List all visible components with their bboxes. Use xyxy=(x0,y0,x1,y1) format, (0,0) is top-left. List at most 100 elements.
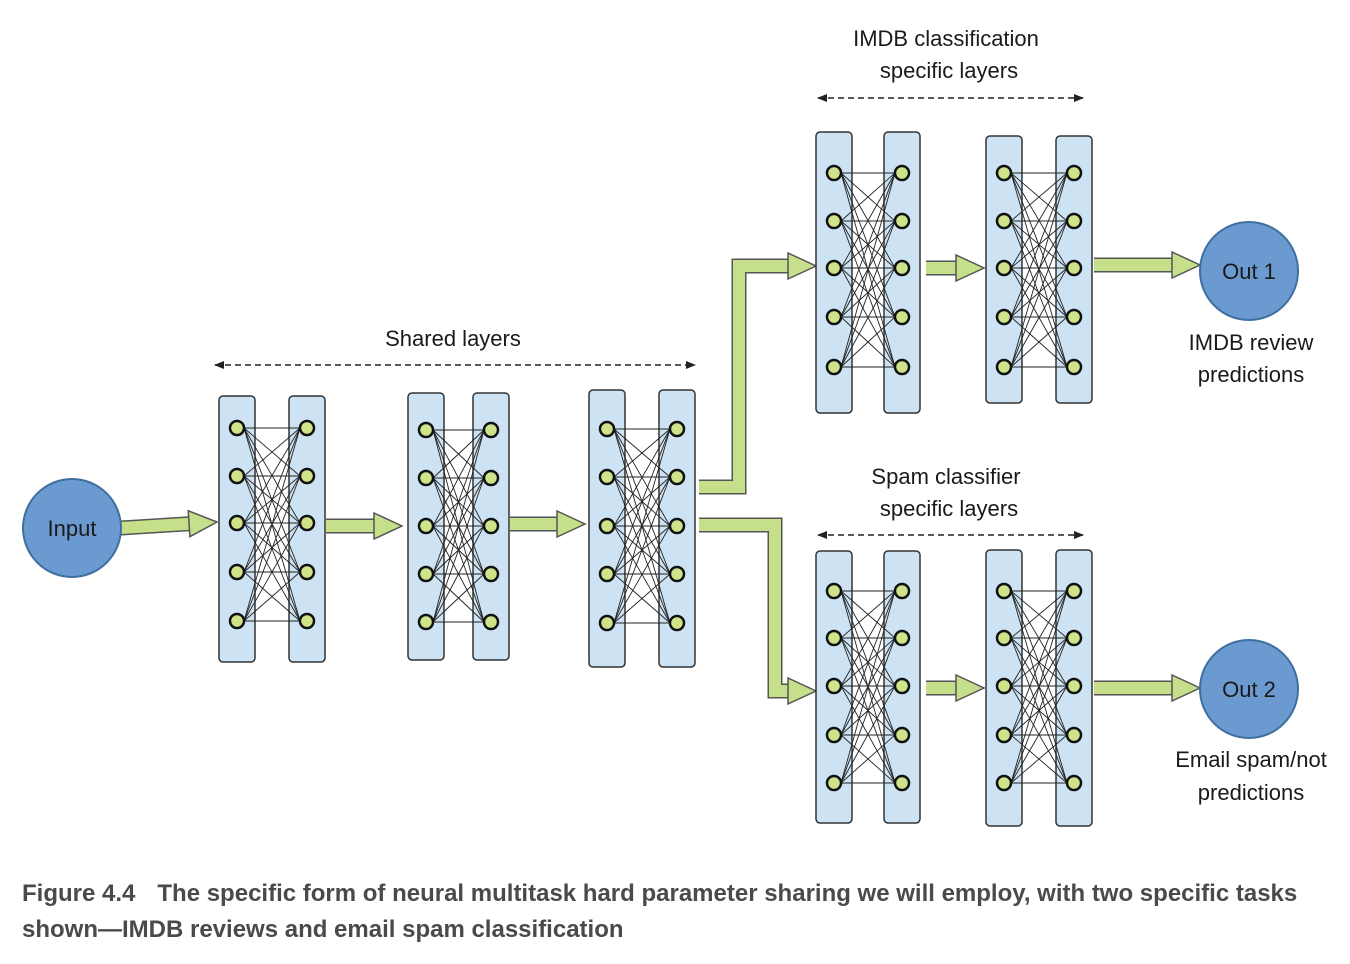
neuron xyxy=(598,420,616,438)
imdb-layer-2 xyxy=(985,135,1093,404)
neuron xyxy=(893,358,911,376)
neuron xyxy=(1065,629,1083,647)
neuron xyxy=(298,612,316,630)
neuron xyxy=(598,468,616,486)
neuron xyxy=(995,629,1013,647)
neuron xyxy=(995,774,1013,792)
figure-number: Figure 4.4 xyxy=(22,880,136,907)
neuron xyxy=(825,629,843,647)
neuron xyxy=(298,467,316,485)
layer-blocks xyxy=(218,131,1093,827)
neuron xyxy=(893,259,911,277)
out1-caption-bottom: predictions xyxy=(1198,362,1304,387)
neuron xyxy=(995,259,1013,277)
neuron xyxy=(995,358,1013,376)
figure-caption-text: The specific form of neural multitask ha… xyxy=(22,880,1298,943)
neuron xyxy=(598,517,616,535)
neuron xyxy=(1065,212,1083,230)
connections xyxy=(432,429,485,623)
neuron xyxy=(598,614,616,632)
connections xyxy=(1010,590,1068,784)
neuron xyxy=(995,677,1013,695)
neuron xyxy=(1065,308,1083,326)
spam-layer-1 xyxy=(815,550,921,824)
neuron xyxy=(228,467,246,485)
neuron xyxy=(482,613,500,631)
neuron xyxy=(893,677,911,695)
neuron xyxy=(417,421,435,439)
neuron xyxy=(298,419,316,437)
neuron xyxy=(1065,358,1083,376)
arrow-input-to-shared1 xyxy=(120,509,219,538)
connections xyxy=(840,590,896,784)
neuron xyxy=(825,308,843,326)
spam-layers-label-top: Spam classifier xyxy=(871,464,1020,489)
neuron xyxy=(825,212,843,230)
spam-layer-2 xyxy=(985,549,1093,827)
neuron xyxy=(298,563,316,581)
neuron xyxy=(668,565,686,583)
flow-arrows xyxy=(120,250,1202,706)
neuron xyxy=(893,774,911,792)
arrow-shared3-to-imdb1 xyxy=(699,251,818,495)
neuron xyxy=(228,514,246,532)
neuron xyxy=(482,517,500,535)
input-node-label: Input xyxy=(48,516,97,541)
arrow-shared1-to-shared2 xyxy=(326,511,404,541)
neuron xyxy=(893,629,911,647)
out2-node-label: Out 2 xyxy=(1222,677,1276,702)
imdb-layers-label-bottom: specific layers xyxy=(880,58,1018,83)
neuron xyxy=(482,565,500,583)
neuron xyxy=(417,517,435,535)
connections xyxy=(840,172,896,368)
imdb-layers-label-top: IMDB classification xyxy=(853,26,1039,51)
neuron xyxy=(1065,726,1083,744)
neuron xyxy=(228,563,246,581)
neuron xyxy=(893,726,911,744)
arrow-spam2-to-out2 xyxy=(1094,673,1202,703)
neuron xyxy=(1065,164,1083,182)
arrow-shared3-to-spam1 xyxy=(699,517,818,706)
neuron xyxy=(995,212,1013,230)
neuron xyxy=(995,582,1013,600)
neuron xyxy=(482,469,500,487)
neuron xyxy=(825,164,843,182)
neuron xyxy=(893,212,911,230)
neuron xyxy=(893,582,911,600)
arrow-imdb2-to-out1 xyxy=(1094,250,1202,280)
neuron xyxy=(1065,677,1083,695)
neuron xyxy=(995,726,1013,744)
shared-layer-2 xyxy=(407,392,510,661)
out2-node xyxy=(1199,639,1299,739)
neuron xyxy=(482,421,500,439)
neuron xyxy=(825,726,843,744)
arrow-imdb1-to-imdb2 xyxy=(926,253,986,283)
neuron xyxy=(417,565,435,583)
out1-node xyxy=(1199,221,1299,321)
out2-caption-bottom: predictions xyxy=(1198,780,1304,805)
connections xyxy=(243,427,301,622)
neuron xyxy=(417,613,435,631)
out1-node-label: Out 1 xyxy=(1222,259,1276,284)
neuron xyxy=(298,514,316,532)
shared-layer-3 xyxy=(588,389,696,668)
neuron xyxy=(893,308,911,326)
neuron xyxy=(668,517,686,535)
neuron xyxy=(995,308,1013,326)
connections xyxy=(1010,172,1068,368)
shared-layers-label: Shared layers xyxy=(385,326,521,351)
neuron xyxy=(1065,774,1083,792)
spam-layers-label-bottom: specific layers xyxy=(880,496,1018,521)
neuron xyxy=(825,582,843,600)
imdb-layer-1 xyxy=(815,131,921,414)
neuron xyxy=(417,469,435,487)
neuron xyxy=(995,164,1013,182)
neuron xyxy=(598,565,616,583)
neuron xyxy=(893,164,911,182)
neuron xyxy=(825,677,843,695)
out2-caption-top: Email spam/not xyxy=(1175,747,1327,772)
neuron xyxy=(825,358,843,376)
multitask-diagram: Shared layers IMDB classification specif… xyxy=(22,26,1327,827)
neuron xyxy=(1065,259,1083,277)
